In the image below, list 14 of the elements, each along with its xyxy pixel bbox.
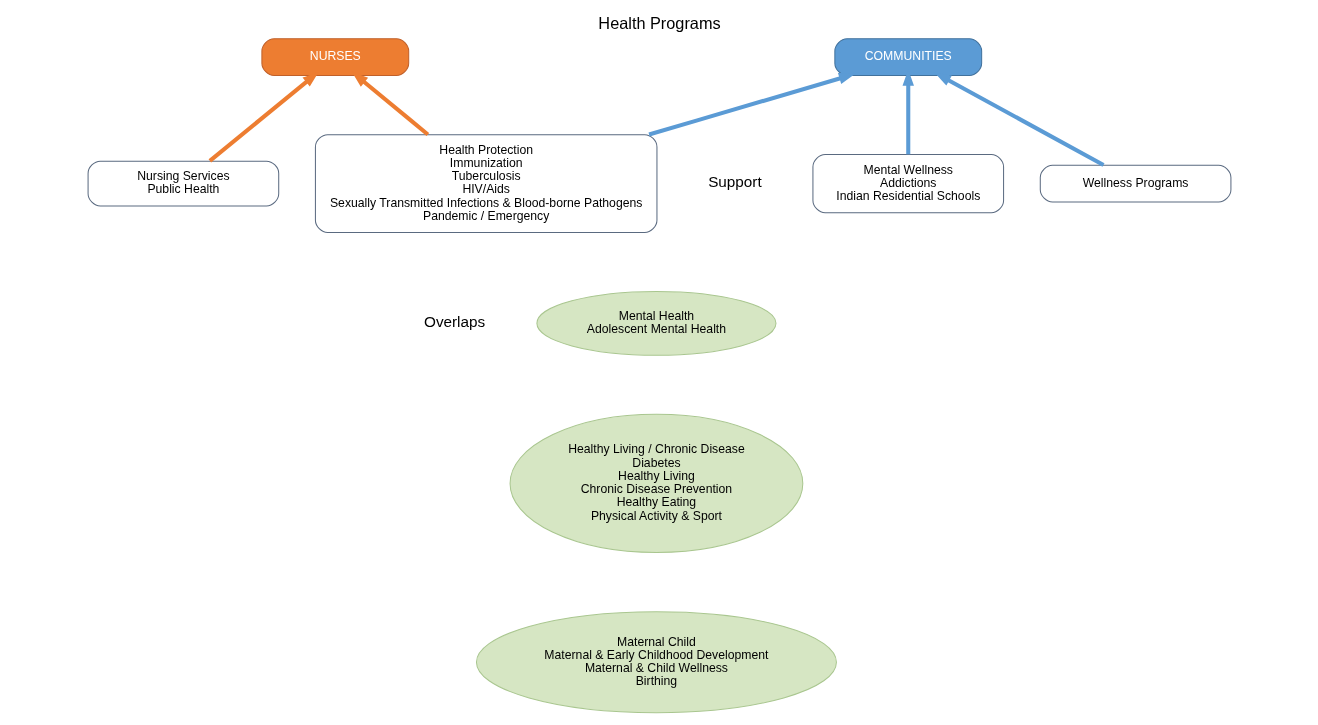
label: Overlaps	[423, 312, 485, 330]
diagram-title: Health Programs	[597, 14, 721, 33]
node-ellipse: Healthy Living / Chronic Disease Diabetes Healthy Living Chronic Disease Prevention Healthy Eating Physical Activity & Sport	[509, 413, 803, 553]
label: Support	[707, 173, 762, 191]
node-box: COMMUNITIES	[833, 38, 982, 77]
node-box: Wellness Programs	[1039, 164, 1231, 203]
node-box: Health Protection Immunization Tuberculosis HIV/Aids Sexually Transmitted Infections & Blood-borne Pathogens Pandemic / Emergency	[314, 134, 657, 234]
arrow	[934, 72, 1104, 167]
node-ellipse: Maternal Child Maternal & Early Childhood Development Maternal & Child Wellness Birthing	[475, 611, 837, 714]
node-box: Nursing Services Public Health	[87, 160, 279, 207]
arrow	[648, 72, 855, 137]
node-box: NURSES	[260, 38, 409, 77]
node-ellipse: Mental Health Adolescent Mental Health	[535, 291, 776, 356]
node-box: Mental Wellness Addictions Indian Residential Schools	[811, 154, 1004, 214]
